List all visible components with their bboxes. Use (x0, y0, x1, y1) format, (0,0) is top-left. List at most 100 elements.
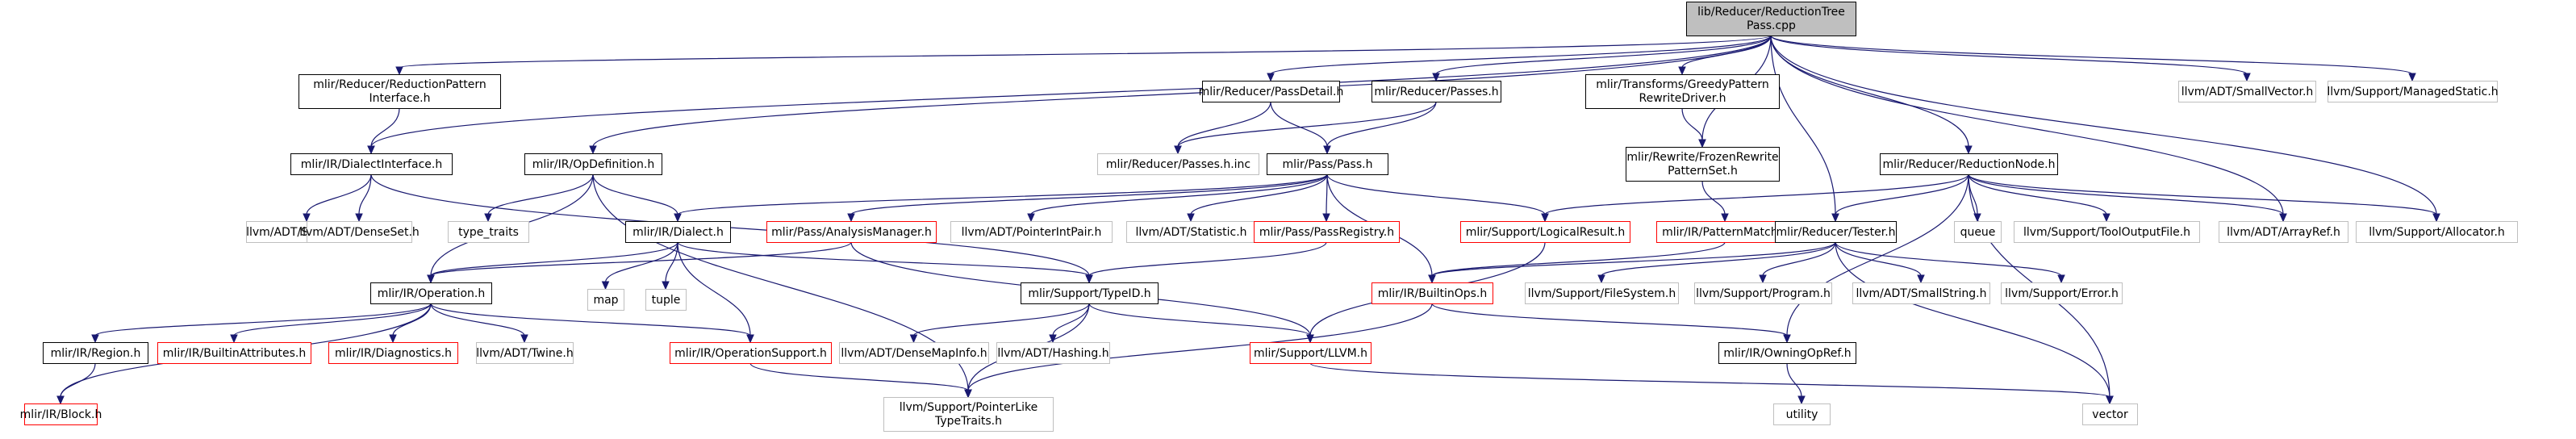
node-label: mlir/Support/LogicalResult.h (1466, 226, 1626, 239)
node-passes[interactable]: mlir/Reducer/Passes.h (1372, 81, 1501, 102)
edge-opdefinition-to-dialect (592, 174, 682, 223)
node-box (2328, 81, 2498, 102)
node-opsupport[interactable]: mlir/IR/OperationSupport.h (670, 342, 832, 364)
node-vector[interactable]: vector (2082, 403, 2138, 425)
node-queue[interactable]: queue (1954, 221, 2002, 243)
node-block[interactable]: mlir/IR/Block.h (20, 403, 102, 425)
node-box (1525, 282, 1679, 304)
edge-dialect-to-operation (427, 241, 678, 284)
node-greedy[interactable]: mlir/Transforms/GreedyPatternRewriteDriv… (1585, 74, 1780, 109)
edge-pass-to-passregistry (1322, 174, 1330, 223)
node-dialectinterface[interactable]: mlir/IR/DialectInterface.h (290, 153, 453, 175)
node-typetraits[interactable]: type_traits (448, 221, 529, 243)
edge-dialectinterface-to-denseset (355, 174, 372, 223)
edge-root-to-passdetail (1267, 35, 1772, 82)
edge-builtinops-to-owningopref (1431, 303, 1791, 344)
node-label: mlir/IR/OperationSupport.h (674, 347, 827, 360)
node-passdetail[interactable]: mlir/Reducer/PassDetail.h (1199, 81, 1344, 102)
edge-typeid-to-densemapinfo (909, 303, 1090, 344)
edge-operation-to-region (91, 303, 432, 344)
edge-region-to-block (56, 362, 96, 405)
edge-passregistry-to-typeid (1085, 241, 1327, 284)
node-passregistry[interactable]: mlir/Pass/PassRegistry.h (1254, 221, 1400, 243)
node-box (2014, 221, 2200, 243)
node-reductionnode[interactable]: mlir/Reducer/ReductionNode.h (1880, 153, 2058, 175)
edge-operation-to-twine (430, 303, 528, 344)
node-tester[interactable]: mlir/Reducer/Tester.h (1775, 221, 1897, 243)
node-box (996, 342, 1110, 364)
node-utility[interactable]: utility (1773, 403, 1831, 425)
node-typeid[interactable]: mlir/Support/TypeID.h (1021, 282, 1159, 304)
node-logicalresult[interactable]: mlir/Support/LogicalResult.h (1460, 221, 1630, 243)
edge-typeid-to-llvmh (1088, 303, 1314, 344)
node-statistic[interactable]: llvm/ADT/Statistic.h (1126, 221, 1256, 243)
node-label: mlir/IR/Operation.h (378, 287, 485, 300)
node-denseset[interactable]: llvm/ADT/DenseSet.h (299, 221, 420, 243)
node-filesystem[interactable]: llvm/Support/FileSystem.h (1525, 282, 1679, 304)
node-diagnostics[interactable]: mlir/IR/Diagnostics.h (328, 342, 458, 364)
edge-dialect-to-typeid (677, 241, 1093, 284)
node-box (2219, 221, 2348, 243)
edge-tester-to-vector (1835, 241, 2114, 405)
node-arrayref[interactable]: llvm/ADT/ArrayRef.h (2219, 221, 2348, 243)
node-box (299, 74, 501, 109)
node-label: mlir/Rewrite/FrozenRewrite (1626, 151, 1778, 164)
node-patternmatch[interactable]: mlir/IR/PatternMatch.h (1656, 221, 1794, 243)
node-error[interactable]: llvm/Support/Error.h (2001, 282, 2123, 304)
node-label: Interface.h (369, 92, 430, 105)
edge-opsupport-to-pointerlike (749, 362, 972, 399)
node-program[interactable]: llvm/Support/Program.h (1694, 282, 1832, 304)
node-label: llvm/ADT/Hashing.h (997, 347, 1108, 360)
node-box (1250, 342, 1372, 364)
node-opdefinition[interactable]: mlir/IR/OpDefinition.h (524, 153, 662, 175)
node-label: mlir/IR/BuiltinOps.h (1378, 287, 1488, 300)
node-smallstring[interactable]: llvm/ADT/SmallString.h (1852, 282, 1990, 304)
node-pass[interactable]: mlir/Pass/Pass.h (1267, 153, 1388, 175)
node-builtinattrs[interactable]: mlir/IR/BuiltinAttributes.h (157, 342, 311, 364)
node-label: mlir/IR/BuiltinAttributes.h (163, 347, 306, 360)
node-label: llvm/Support/Error.h (2005, 287, 2119, 300)
node-pointerintpair[interactable]: llvm/ADT/PointerIntPair.h (950, 221, 1113, 243)
node-box (1460, 221, 1630, 243)
node-builtinops[interactable]: mlir/IR/BuiltinOps.h (1372, 282, 1493, 304)
node-hashing[interactable]: llvm/ADT/Hashing.h (996, 342, 1110, 364)
node-label: RewriteDriver.h (1639, 92, 1726, 105)
edge-operation-to-opsupport (430, 303, 754, 344)
edge-root-to-dialectinterface (367, 35, 1772, 155)
node-box (1694, 282, 1832, 304)
node-box (645, 289, 687, 311)
node-llvmh[interactable]: mlir/Support/LLVM.h (1250, 342, 1372, 364)
node-tuple[interactable]: tuple (645, 289, 687, 311)
node-managedstatic[interactable]: llvm/Support/ManagedStatic.h (2327, 81, 2499, 102)
node-region[interactable]: mlir/IR/Region.h (43, 342, 148, 364)
node-box (839, 342, 989, 364)
node-tooloutput[interactable]: llvm/Support/ToolOutputFile.h (2014, 221, 2200, 243)
node-label: mlir/IR/Dialect.h (633, 226, 724, 239)
node-box (1775, 221, 1897, 243)
node-densemapinfo[interactable]: llvm/ADT/DenseMapInfo.h (839, 342, 989, 364)
node-twine[interactable]: llvm/ADT/Twine.h (476, 342, 574, 364)
node-label: mlir/Reducer/Passes.h.inc (1106, 158, 1250, 171)
node-allocator[interactable]: llvm/Support/Allocator.h (2356, 221, 2518, 243)
edge-root-to-managedstatic (1770, 35, 2416, 82)
node-passesinc[interactable]: mlir/Reducer/Passes.h.inc (1097, 153, 1259, 175)
edge-pass-to-pointerintpair (1027, 174, 1328, 223)
edge-reductionnode-to-allocator (1968, 174, 2440, 223)
node-label: mlir/IR/DialectInterface.h (301, 158, 442, 171)
node-smallvector[interactable]: llvm/ADT/SmallVector.h (2178, 81, 2316, 102)
node-box (2178, 81, 2316, 102)
node-dialect[interactable]: mlir/IR/Dialect.h (625, 221, 731, 243)
edge-frozen-to-patternmatch (1701, 180, 1729, 223)
node-analysis[interactable]: mlir/Pass/AnalysisManager.h (766, 221, 937, 243)
node-operation[interactable]: mlir/IR/Operation.h (370, 282, 492, 304)
edge-root-to-reductionnode (1770, 35, 1973, 155)
edge-layer (56, 35, 2440, 405)
edge-greedy-to-frozen (1681, 107, 1706, 148)
node-map[interactable]: map (587, 289, 624, 311)
node-owningopref[interactable]: mlir/IR/OwningOpRef.h (1718, 342, 1856, 364)
